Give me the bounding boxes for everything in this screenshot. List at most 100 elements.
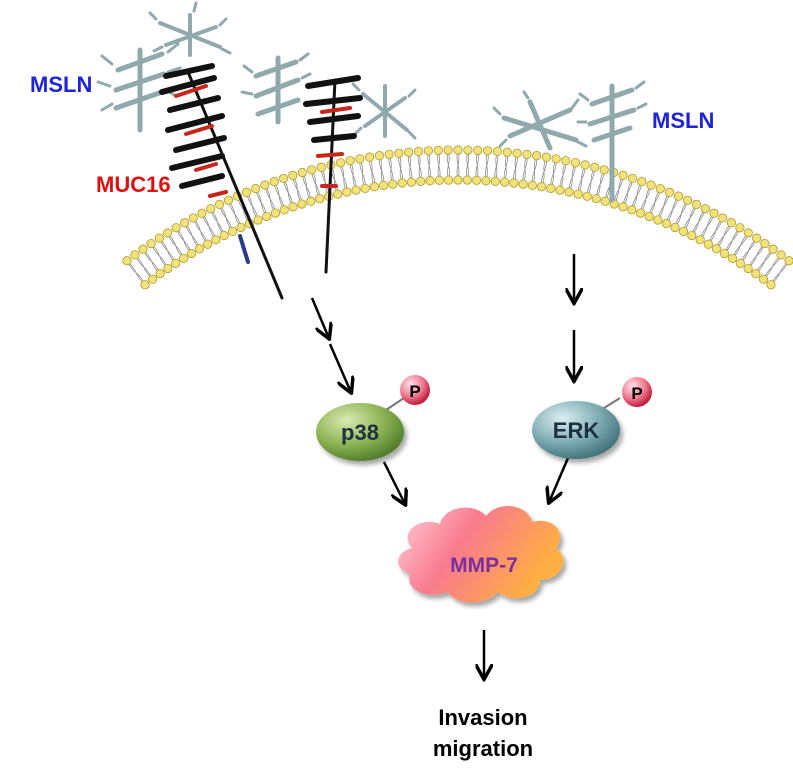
lipid-head	[355, 154, 365, 164]
lipid-head	[564, 187, 574, 197]
msln-protein-icon	[96, 42, 182, 133]
lipid-head	[351, 185, 361, 195]
lipid-head	[735, 223, 745, 233]
lipid-head	[555, 185, 565, 195]
lipid-head	[751, 269, 761, 279]
lipid-head	[453, 175, 463, 185]
lipid-head	[333, 189, 343, 199]
lipid-head	[580, 160, 590, 170]
lipid-head	[140, 280, 150, 290]
lipid-head	[288, 202, 298, 212]
lipid-head	[178, 253, 189, 263]
arrow-down-icon	[310, 297, 328, 336]
lipid-head	[342, 187, 352, 197]
lipid-head	[490, 176, 500, 186]
lipid-head	[703, 239, 713, 249]
lipid-head	[637, 177, 647, 187]
lipid-head	[155, 269, 165, 279]
outcome-line: migration	[432, 736, 534, 761]
lipid-head	[700, 204, 710, 214]
lipid-head	[253, 215, 263, 225]
lipid-head	[444, 175, 454, 185]
lipid-head	[599, 165, 609, 175]
lipid-head	[425, 176, 435, 186]
lipid-head	[561, 156, 571, 166]
lipid-head	[653, 215, 663, 225]
lipid-head	[262, 211, 272, 222]
lipid-head	[752, 233, 762, 243]
lipid-head	[522, 149, 532, 159]
lipid-head	[695, 235, 705, 245]
lipid-head	[394, 148, 404, 158]
lipid-head	[406, 177, 417, 187]
phospho-badge	[622, 377, 652, 407]
lipid-head	[203, 239, 213, 249]
lipid-head	[502, 147, 512, 157]
lipid-head	[644, 211, 654, 222]
lipid-head	[163, 228, 173, 238]
lipid-head	[512, 148, 522, 158]
arrow-down-icon	[328, 343, 350, 390]
lipid-head	[171, 258, 181, 268]
lipid-head	[453, 145, 463, 155]
lipid-head	[219, 230, 229, 241]
lipid-head	[206, 204, 216, 214]
lipid-head	[288, 170, 298, 180]
lipid-head	[315, 194, 325, 204]
lipid-head	[719, 248, 730, 259]
p38-label: p38	[341, 420, 379, 445]
lipid-head	[236, 222, 246, 233]
outcome-label: Invasion migration	[383, 702, 583, 764]
lipid-head	[711, 244, 722, 254]
lipid-head	[670, 222, 680, 233]
lipid-head	[251, 183, 261, 194]
lipid-head	[171, 223, 181, 233]
lipid-head	[473, 145, 483, 155]
p38-node: p38 P	[316, 375, 430, 461]
lipid-head	[735, 258, 745, 268]
erk-ellipse	[532, 401, 620, 459]
lipid-head	[364, 152, 375, 162]
lipid-head	[306, 196, 316, 206]
lipid-head	[146, 238, 156, 249]
lipid-head	[443, 145, 453, 155]
p38-ellipse	[316, 403, 404, 461]
lipid-head	[743, 263, 753, 274]
lipid-head	[260, 180, 270, 190]
lipid-head	[147, 274, 158, 284]
mmp7-node	[398, 505, 564, 603]
lipid-head	[423, 146, 434, 156]
lipid-head	[360, 183, 370, 193]
lipid-head	[463, 145, 473, 155]
lipid-head	[551, 154, 561, 164]
lipid-head	[122, 256, 132, 266]
lipid-head	[673, 191, 684, 201]
lipid-head	[270, 208, 281, 218]
lipid-head	[227, 226, 238, 237]
lipid-head	[570, 158, 581, 168]
lipid-head	[664, 187, 675, 197]
lipid-head	[776, 250, 786, 260]
lipid-head	[379, 180, 389, 190]
lipid-head	[661, 219, 672, 229]
erk-label: ERK	[553, 418, 600, 443]
msln-protein-icon	[576, 80, 648, 203]
lipid-head	[269, 177, 279, 187]
mmp7-cloud	[398, 505, 564, 603]
lipid-head	[532, 151, 542, 161]
lipid-head	[186, 248, 197, 259]
phospho-label: P	[409, 382, 420, 401]
lipid-head	[718, 213, 728, 223]
lipid-head	[163, 263, 173, 274]
lipid-head	[154, 233, 164, 243]
lipid-head	[687, 230, 697, 241]
lipid-head	[573, 189, 583, 199]
msln-protein-icon	[351, 82, 417, 140]
mmp7-label: MMP-7	[450, 554, 518, 577]
lipid-head	[279, 205, 289, 215]
lipid-head	[590, 162, 600, 172]
lipid-head	[682, 195, 693, 205]
msln-protein-icon	[492, 90, 588, 151]
lipid-head	[194, 244, 205, 254]
lipid-head	[536, 182, 547, 192]
